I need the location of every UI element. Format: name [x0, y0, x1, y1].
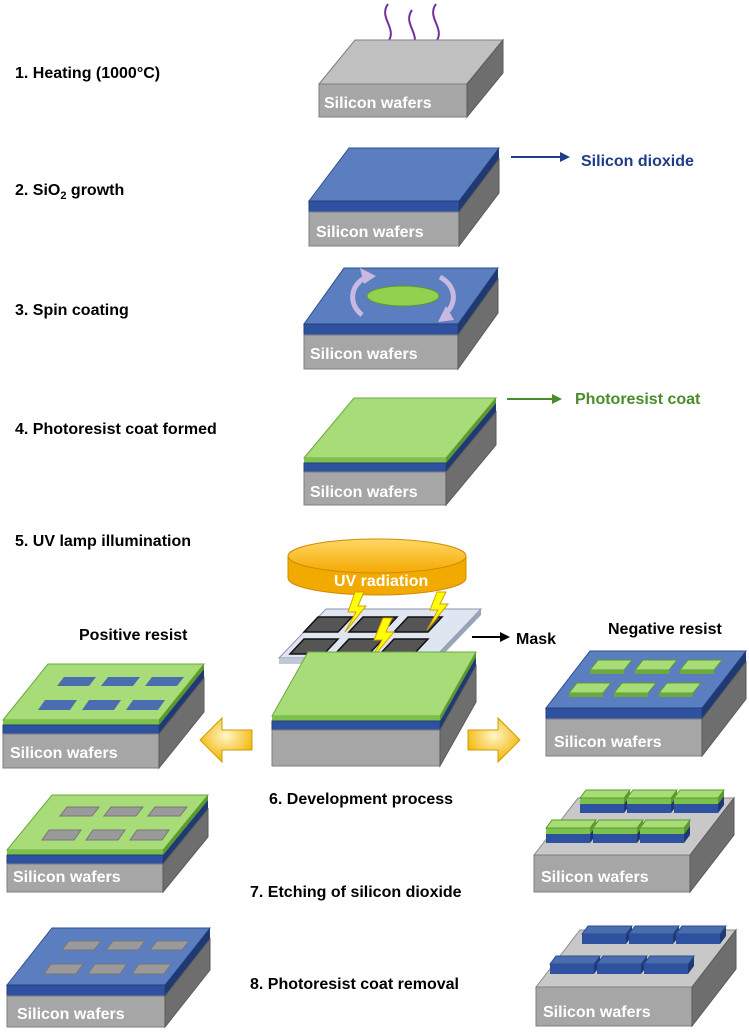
oxide-layer: [271, 720, 441, 731]
cured-resist-pad: [588, 659, 634, 671]
wafer-label: Silicon wafers: [316, 224, 424, 241]
etched-opening: [131, 963, 172, 975]
developed-opening: [85, 829, 126, 841]
wafer-label: Silicon wafers: [17, 1006, 125, 1023]
left-arrow-icon: [199, 716, 253, 764]
etched-opening: [43, 963, 84, 975]
cured-resist-pad: [678, 659, 724, 671]
lightning-icon: [426, 591, 450, 631]
oxide-pad: [596, 955, 648, 974]
developed-opening: [102, 806, 145, 817]
oxide-pad: [628, 925, 680, 944]
mask-window: [302, 616, 354, 633]
etched-opening: [60, 940, 103, 951]
step-3-label: 3. Spin coating: [15, 302, 129, 319]
resist-oxide-pillar: [579, 789, 631, 813]
step-6-label: 6. Development process: [269, 791, 453, 808]
oxide-layer: [2, 724, 160, 735]
step-5-label: 5. UV lamp illumination: [15, 533, 191, 550]
lightning-icon: [344, 591, 368, 633]
positive-resist-wafer-developed: Silicon wafers: [5, 794, 210, 894]
exposed-region: [145, 677, 184, 686]
oxide-layer: [303, 462, 447, 473]
lightning-icon: [368, 617, 396, 663]
wafer-label: Silicon wafers: [554, 734, 662, 751]
negative-resist-wafer-etched: Silicon wafers: [532, 789, 736, 894]
developed-opening: [41, 829, 82, 841]
etched-opening: [87, 963, 128, 975]
exposed-region: [57, 677, 96, 686]
etched-opening: [104, 940, 147, 951]
wafer-label: Silicon wafers: [541, 869, 649, 886]
oxide-layer: [303, 323, 459, 336]
resist-oxide-pillar: [545, 819, 597, 843]
step-1-wafer: Silicon wafers: [317, 3, 505, 119]
wafer-label: Silicon wafers: [324, 95, 432, 112]
step-2-wafer: Silicon wafers Silicon dioxide: [307, 147, 694, 248]
wafer-label: Silicon wafers: [310, 346, 418, 363]
positive-resist-wafer-final: Silicon wafers: [5, 927, 212, 1029]
step-4-wafer: Silicon wafers Photoresist coat: [302, 391, 701, 507]
etched-opening: [148, 940, 191, 951]
photoresist-coat-annotation: Photoresist coat: [575, 391, 701, 408]
oxide-pad: [643, 955, 695, 974]
negative-resist-wafer-exposed: Silicon wafers: [544, 650, 748, 758]
wafer-label: Silicon wafers: [310, 484, 418, 501]
positive-resist-heading: Positive resist: [79, 627, 188, 644]
oxide-pad: [549, 955, 601, 974]
developed-opening: [129, 829, 170, 841]
uv-lamp: UV radiation: [287, 538, 467, 596]
center-wafer: [271, 651, 477, 768]
resist-oxide-pillar: [673, 789, 725, 813]
uv-lightning: [344, 591, 450, 663]
oxide-layer: [308, 200, 460, 213]
photoresist-droplet: [366, 285, 440, 307]
cured-resist-pad: [612, 682, 658, 694]
resist-oxide-pillar: [592, 819, 644, 843]
exposed-region: [101, 677, 140, 686]
uv-lamp-icon: [287, 538, 467, 574]
cured-resist-pad: [567, 682, 613, 694]
wafer-label: Silicon wafers: [543, 1004, 651, 1021]
exposed-region: [82, 700, 121, 710]
wafer-label: Silicon wafers: [13, 869, 121, 886]
oxide-pad: [581, 925, 633, 944]
developed-opening: [58, 806, 101, 817]
positive-resist-wafer-exposed: Silicon wafers: [1, 663, 206, 770]
step-4-label: 4. Photoresist coat formed: [15, 421, 217, 438]
developed-opening: [146, 806, 189, 817]
spin-arrow-icon: [350, 274, 368, 317]
uv-radiation-label: UV radiation: [334, 573, 428, 590]
cured-resist-pad: [657, 682, 703, 694]
oxide-layer: [6, 984, 166, 997]
step-3-wafer: Silicon wafers: [303, 267, 499, 371]
exposed-region: [38, 700, 77, 710]
oxide-layer: [6, 854, 164, 865]
silicon-layer: [271, 729, 441, 767]
step-7-label: 7. Etching of silicon dioxide: [250, 884, 462, 901]
wafer-label: Silicon wafers: [10, 745, 118, 762]
step-8-label: 8. Photoresist coat removal: [250, 976, 459, 993]
mask-window: [392, 616, 444, 633]
resist-oxide-pillar: [639, 819, 691, 843]
oxide-pad: [675, 925, 727, 944]
step-1-label: 1. Heating (1000°C): [15, 65, 160, 82]
mask-label: Mask: [516, 631, 556, 648]
cured-resist-pad: [633, 659, 679, 671]
resist-oxide-pillar: [626, 789, 678, 813]
right-arrow-icon: [467, 716, 521, 764]
silicon-dioxide-annotation: Silicon dioxide: [581, 153, 694, 170]
step-2-label: 2. SiO2 growth: [15, 182, 124, 202]
negative-resist-heading: Negative resist: [608, 621, 723, 638]
exposed-region: [126, 700, 165, 710]
negative-resist-wafer-final: Silicon wafers: [534, 925, 738, 1028]
oxide-layer: [545, 707, 703, 720]
